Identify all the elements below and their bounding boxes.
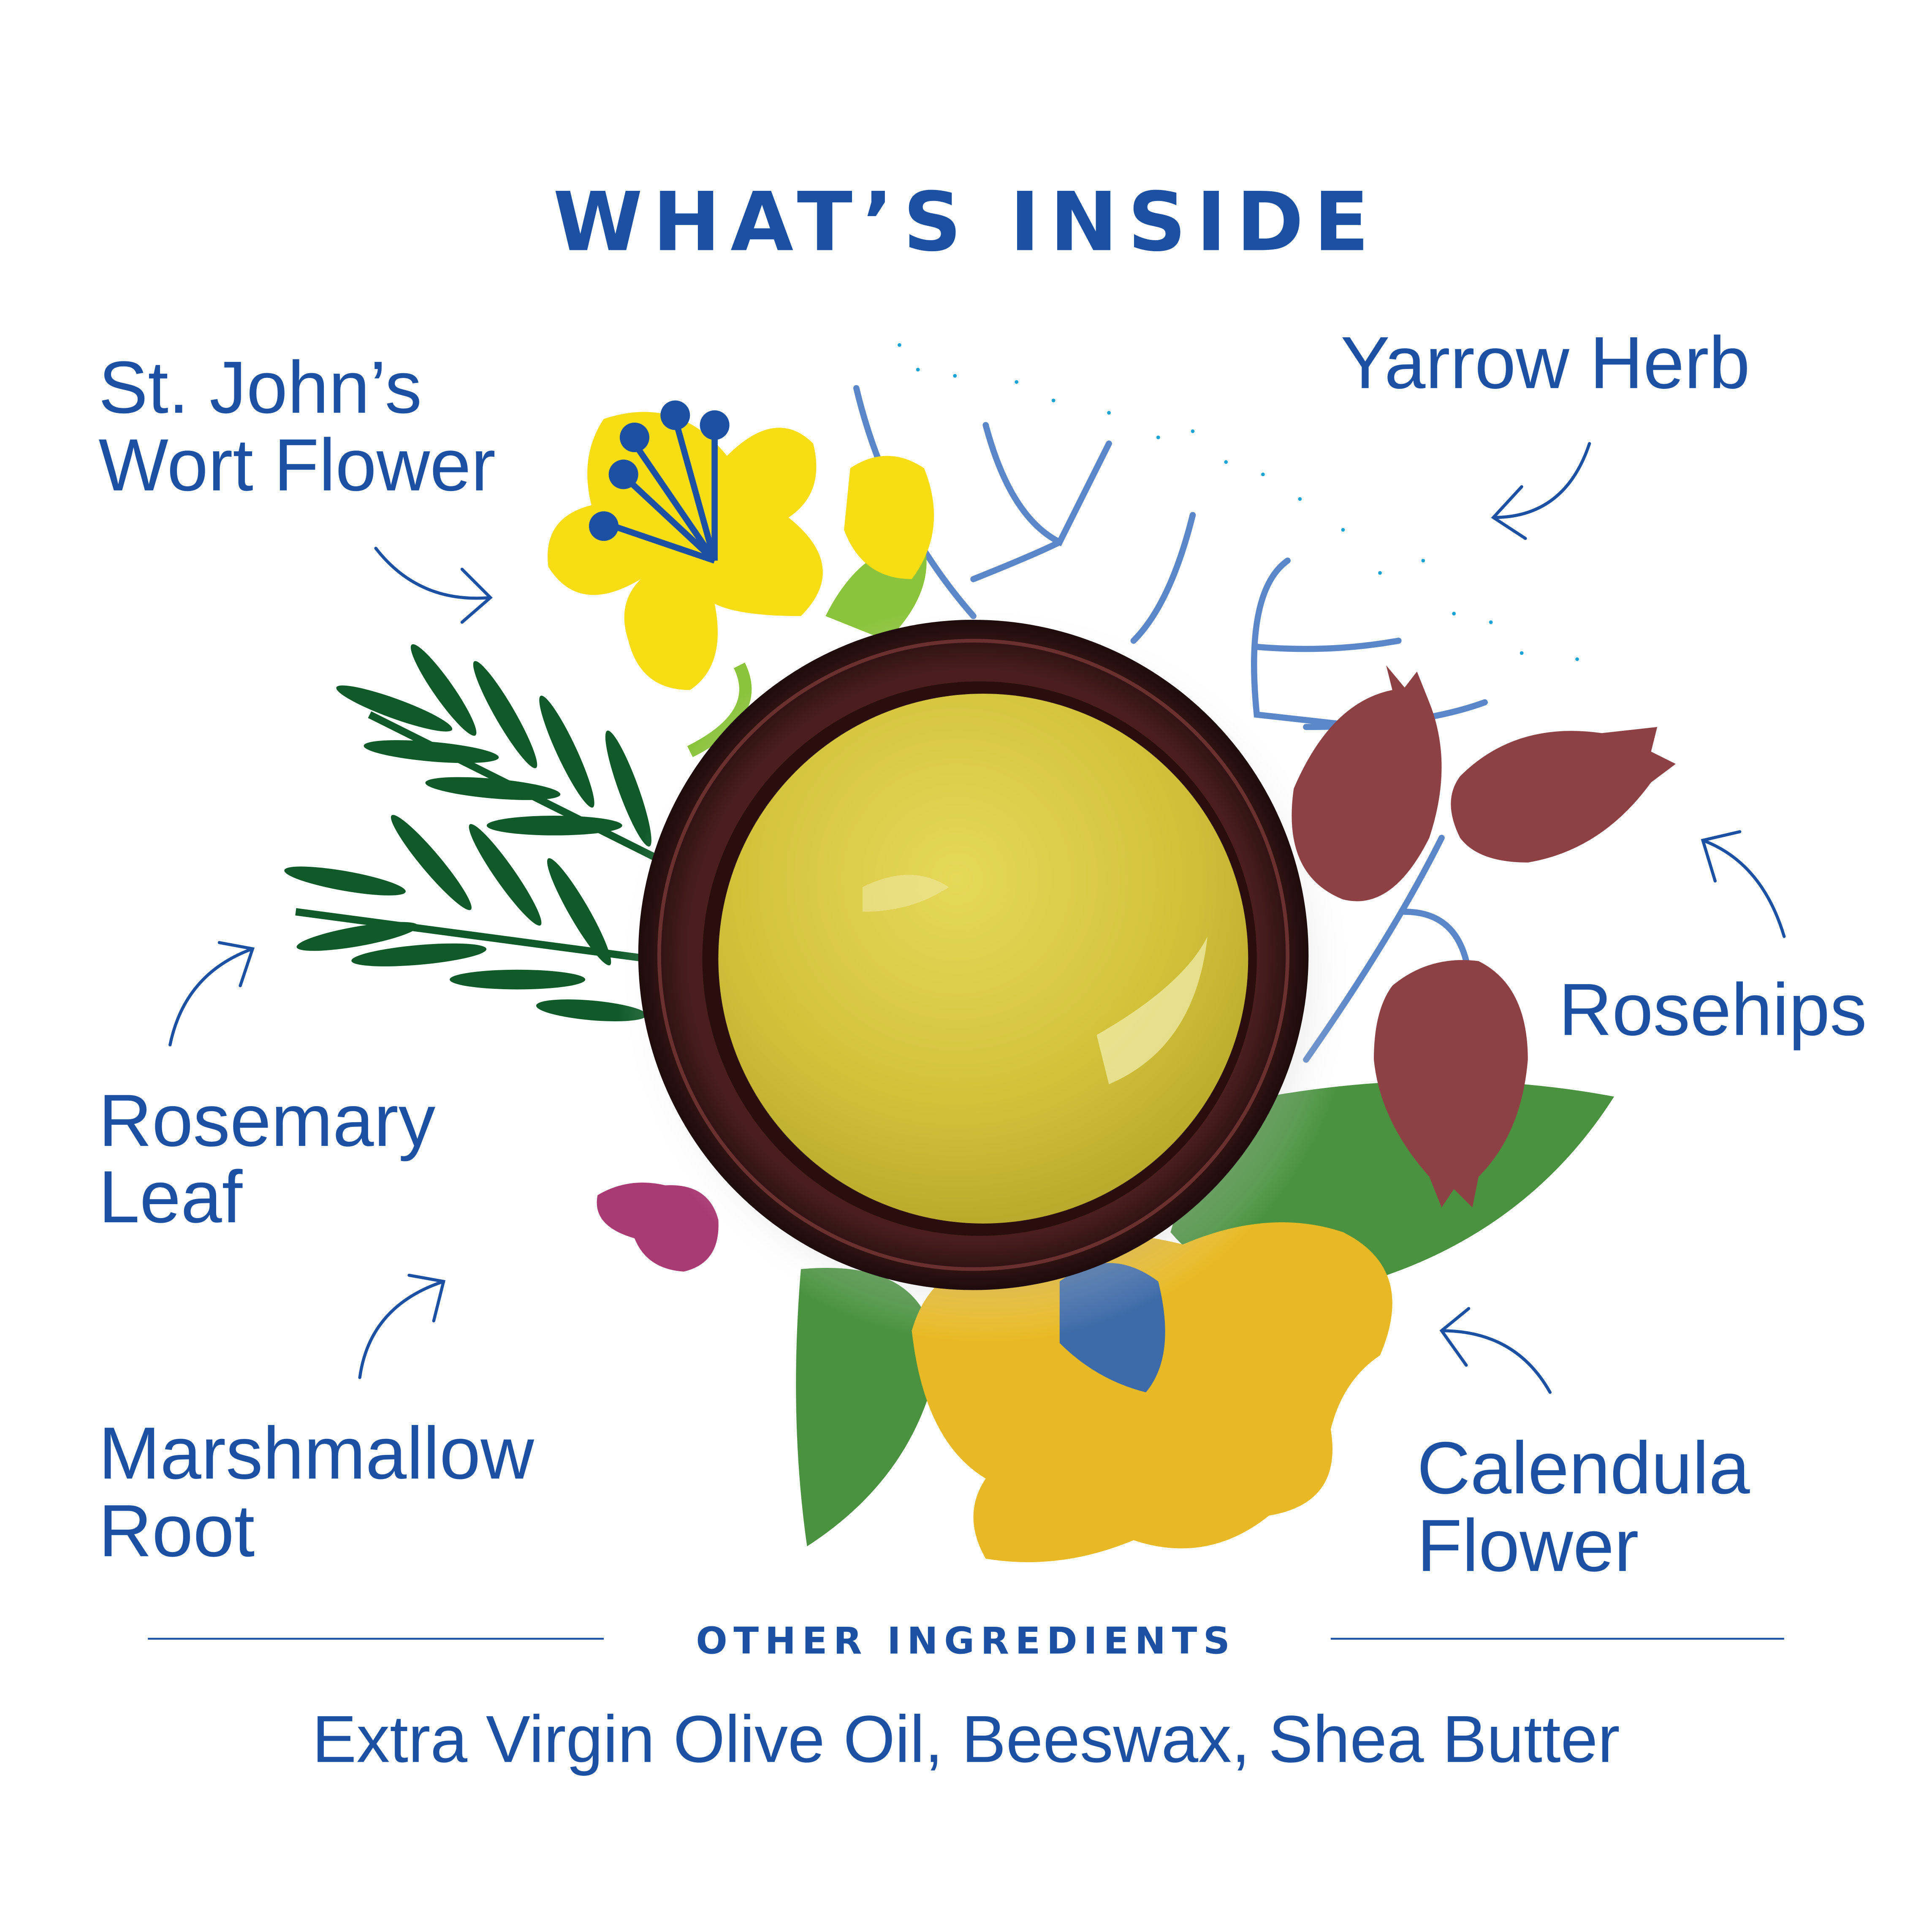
yarrow-dots [898, 343, 1579, 661]
label-rosehips: Rosehips [1559, 968, 1867, 1051]
label-marshmallow-line2: Root [98, 1490, 255, 1572]
arrow-rosemary-icon [168, 941, 255, 1047]
arrow-yarrow-icon [1491, 442, 1591, 540]
arrow-marshmallow-icon [358, 1273, 446, 1379]
label-rosemary-line1: Rosemary [98, 1079, 435, 1162]
arrows [168, 442, 1786, 1394]
arrow-calendula-icon [1439, 1307, 1552, 1394]
label-st-johns-line1: St. John’s [98, 346, 422, 429]
arrow-rosehips-icon [1701, 830, 1786, 938]
balm-surface [718, 694, 1248, 1224]
marshmallow-root-illustration [597, 1182, 719, 1272]
page-title: WHAT’S INSIDE [553, 175, 1379, 269]
label-rosemary-line2: Leaf [98, 1156, 242, 1238]
label-yarrow: Yarrow Herb [1340, 321, 1750, 404]
label-calendula-line2: Flower [1417, 1504, 1639, 1587]
arrow-st-johns-icon [374, 547, 493, 624]
jar [616, 604, 1356, 1343]
rosehips-illustration [1292, 665, 1676, 1208]
other-ingredients-list: Extra Virgin Olive Oil, Beeswax, Shea Bu… [312, 1702, 1620, 1776]
rosemary-leaf-illustration [284, 644, 667, 1021]
label-st-johns-line2: Wort Flower [98, 424, 495, 507]
label-marshmallow-line1: Marshmallow [98, 1412, 534, 1495]
other-ingredients-heading: OTHER INGREDIENTS [696, 1619, 1236, 1662]
label-calendula-line1: Calendula [1417, 1427, 1750, 1509]
